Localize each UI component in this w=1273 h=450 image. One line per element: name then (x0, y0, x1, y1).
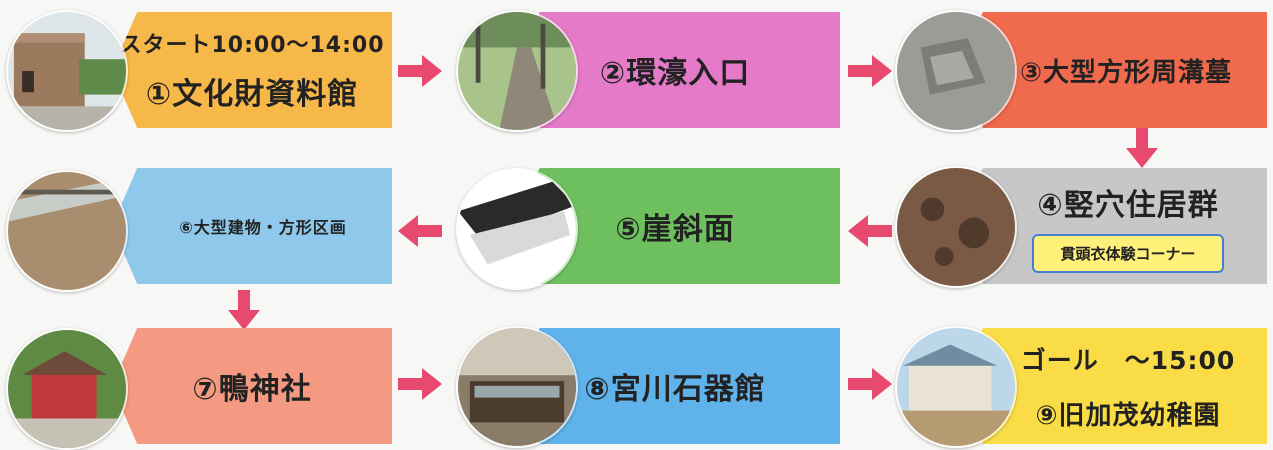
station-7-title: ⑦鴨神社 (192, 372, 312, 407)
arrow-right-icon (848, 55, 892, 87)
arrow-right-icon (848, 368, 892, 400)
moat-path-photo (456, 10, 578, 132)
station-6-banner: ⑥大型建物・方形区画 (112, 168, 392, 284)
station-1-time: スタート10:00～14:00 (119, 33, 385, 58)
station-1-title: ①文化財資料館 (145, 77, 359, 112)
station-8-title: ⑧宮川石器館 (584, 372, 766, 407)
museum-building-photo (6, 10, 128, 132)
pit-dwellings-photo (895, 166, 1017, 288)
arrow-right-icon (398, 55, 442, 87)
station-4-title: ④竪穴住居群 (1037, 187, 1219, 223)
arrow-left-icon (398, 215, 442, 247)
station-2-banner: ②環濠入口 (510, 12, 840, 128)
arrow-down-icon (1126, 128, 1158, 168)
station-9-title: ⑨旧加茂幼稚園 (1035, 400, 1221, 431)
cliff-slope-photo (456, 168, 578, 290)
station-2-title: ②環濠入口 (599, 56, 751, 91)
large-building-site-photo (6, 170, 128, 292)
arrow-down-icon (228, 290, 260, 330)
former-kindergarten-photo (895, 326, 1017, 448)
shrine-photo (6, 328, 128, 450)
arrow-right-icon (398, 368, 442, 400)
stone-tool-museum-photo (456, 326, 578, 448)
station-1-banner: スタート10:00～14:00 ①文化財資料館 (112, 12, 392, 128)
arrow-left-icon (848, 215, 892, 247)
station-6-title: ⑥大型建物・方形区画 (179, 218, 347, 237)
station-3-title: ③大型方形周溝墓 (1019, 57, 1232, 88)
costume-experience-badge: 貫頭衣体験コーナー (1032, 233, 1224, 273)
station-9-time: ゴール ～15:00 (1020, 345, 1236, 375)
station-7-banner: ⑦鴨神社 (112, 328, 392, 444)
burial-mound-photo (895, 10, 1017, 132)
station-5-title: ⑤崖斜面 (615, 212, 735, 247)
